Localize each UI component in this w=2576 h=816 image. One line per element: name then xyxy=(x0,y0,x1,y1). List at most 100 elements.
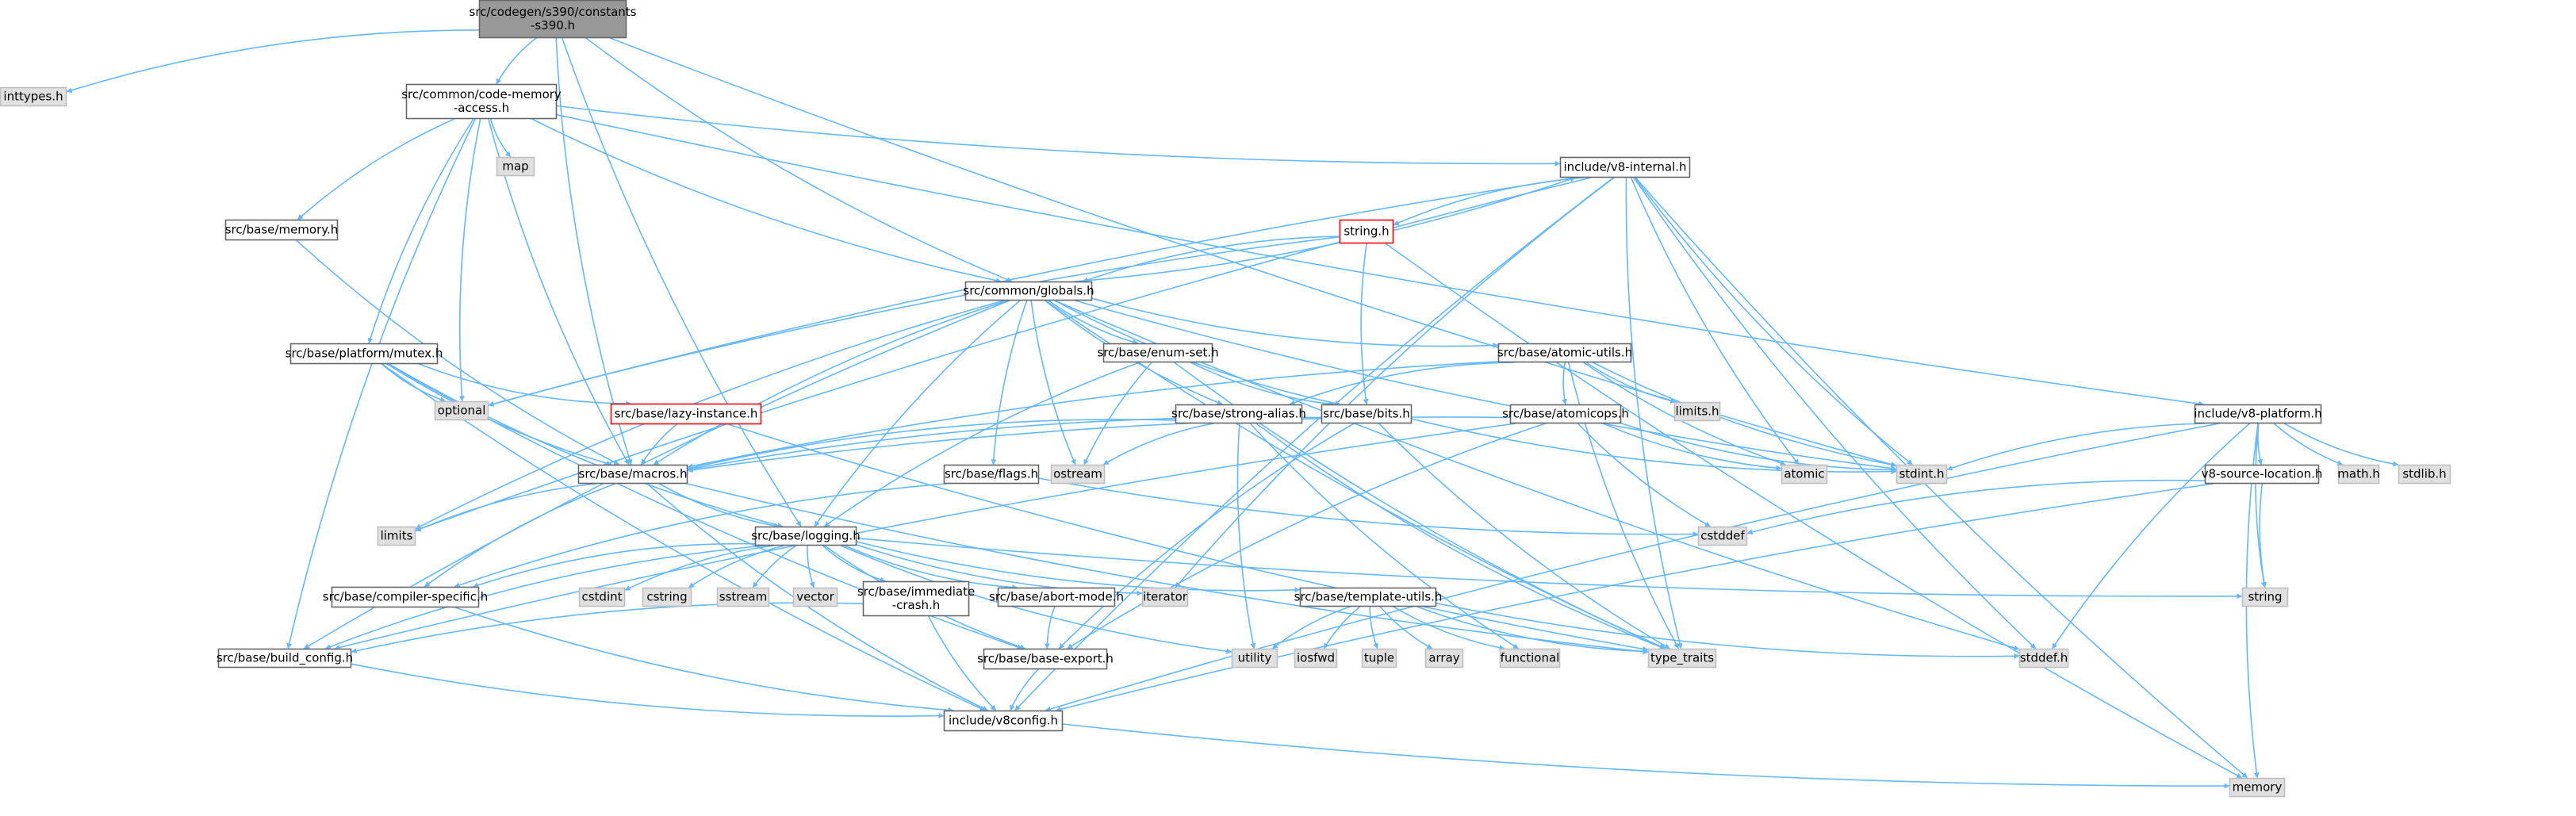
node-v8internal[interactable]: include/v8-internal.h xyxy=(1559,156,1691,178)
node-tuple: tuple xyxy=(1361,648,1397,669)
edge-string_h-to-optional xyxy=(488,236,1340,407)
edge-globals-to-atomicutils xyxy=(1091,297,1499,349)
edge-cma-to-map xyxy=(489,118,512,158)
node-label-flags: src/base/flags.h xyxy=(945,467,1038,481)
edge-atomicutils-to-strongalias xyxy=(1289,362,1514,405)
edge-bits-to-stdint xyxy=(1411,418,1897,475)
edge-logging-to-templutils xyxy=(856,541,1301,593)
node-buildcfg[interactable]: src/base/build_config.h xyxy=(217,648,353,669)
node-box-memory_h xyxy=(224,219,339,241)
node-templutils[interactable]: src/base/template-utils.h xyxy=(1294,587,1443,607)
node-immcrash[interactable]: src/base/immediate-crash.h xyxy=(857,580,975,617)
edge-macros-to-v8config xyxy=(646,483,988,711)
edge-logging-to-sstream xyxy=(752,545,797,588)
node-box-stdint xyxy=(1896,464,1948,485)
node-flags[interactable]: src/base/flags.h xyxy=(943,464,1040,485)
node-box-memory xyxy=(2229,777,2286,798)
node-box-array xyxy=(1424,648,1464,669)
node-memory_h[interactable]: src/base/memory.h xyxy=(224,219,339,241)
node-label-math: math.h xyxy=(2337,467,2379,481)
node-globals[interactable]: src/common/globals.h xyxy=(963,281,1094,301)
node-box-limits_h xyxy=(1673,401,1721,422)
node-stdlib: stdlib.h xyxy=(2398,464,2451,485)
edge-templutils-to-utility xyxy=(1271,606,1351,649)
node-label-immcrash: src/base/immediate xyxy=(857,584,975,599)
node-label-atomic: atomic xyxy=(1784,467,1824,481)
node-lazy[interactable]: src/base/lazy-instance.h xyxy=(610,403,762,425)
edge-logging-to-vector xyxy=(807,545,815,588)
node-functional: functional xyxy=(1499,648,1561,669)
edge-logging-to-utility xyxy=(840,545,1232,654)
node-box-sstream xyxy=(716,587,770,607)
node-label-memory_h: src/base/memory.h xyxy=(225,223,339,237)
edge-atomicops-to-stdint xyxy=(1620,423,1897,473)
node-label-vector: vector xyxy=(796,590,834,604)
edge-string_h-to-globals xyxy=(1082,236,1340,283)
node-box-cstddef xyxy=(1697,526,1748,546)
node-cstring: cstring xyxy=(642,587,692,607)
edge-cma-to-v8internal xyxy=(556,105,1561,167)
node-label-iterator: iterator xyxy=(1143,590,1188,604)
node-macros[interactable]: src/base/macros.h xyxy=(577,464,688,485)
node-strongalias[interactable]: src/base/strong-alias.h xyxy=(1171,404,1306,424)
node-bits[interactable]: src/base/bits.h xyxy=(1321,404,1413,424)
node-box-math xyxy=(2337,464,2380,485)
node-box-typetraits xyxy=(1647,648,1717,669)
node-label-string: string xyxy=(2248,590,2282,604)
edge-cma-to-optional xyxy=(458,118,481,402)
edge-bits-to-baseexport xyxy=(1058,423,1355,649)
edge-mutex-to-macros xyxy=(386,363,612,466)
edge-mutex-to-lazy xyxy=(419,363,631,407)
node-label-buildcfg: src/base/build_config.h xyxy=(217,651,353,666)
node-abortmode[interactable]: src/base/abort-mode.h xyxy=(989,587,1124,607)
edge-v8platform-to-stdlib xyxy=(2283,423,2399,467)
node-baseexport[interactable]: src/base/base-export.h xyxy=(977,648,1114,670)
node-vector: vector xyxy=(792,587,838,607)
node-v8srcloc[interactable]: v8-source-location.h xyxy=(2202,464,2323,485)
node-label-macros: src/base/macros.h xyxy=(579,467,688,481)
edge-v8internal-to-memory xyxy=(1635,177,2248,779)
node-v8config[interactable]: include/v8config.h xyxy=(943,710,1064,732)
edge-mutex-to-logging xyxy=(389,363,784,528)
node-v8platform[interactable]: include/v8-platform.h xyxy=(2194,404,2322,424)
node-label-enumset: src/base/enum-set.h xyxy=(1097,346,1218,360)
node-box-immcrash xyxy=(862,580,970,617)
node-label-tuple: tuple xyxy=(1364,651,1394,665)
node-mutex[interactable]: src/base/platform/mutex.h xyxy=(286,343,443,365)
edge-string_h-to-bits xyxy=(1360,243,1369,405)
node-logging[interactable]: src/base/logging.h xyxy=(751,526,861,546)
edge-atomicops-to-baseexport xyxy=(1067,423,1546,649)
edge-templutils-to-tuple xyxy=(1369,606,1378,649)
edge-v8platform-to-v8config xyxy=(1045,423,2220,712)
node-cma[interactable]: src/common/code-memory-access.h xyxy=(401,83,562,120)
node-box-strongalias xyxy=(1175,404,1303,424)
node-label-cma: src/common/code-memory xyxy=(401,87,562,102)
edge-root-to-cma xyxy=(496,37,537,85)
node-label-optional: optional xyxy=(438,404,486,418)
node-atomicops[interactable]: src/base/atomicops.h xyxy=(1502,404,1629,424)
node-label-stdlib: stdlib.h xyxy=(2402,467,2446,481)
node-box-string xyxy=(2241,587,2289,607)
node-label-cstddef: cstddef xyxy=(1700,529,1745,543)
edge-globals-to-v8internal xyxy=(1074,176,1576,282)
node-label-ostream: ostream xyxy=(1053,467,1102,481)
node-box-tuple xyxy=(1361,648,1397,669)
edge-v8config-to-memory xyxy=(1062,723,2230,789)
node-label-cma: -access.h xyxy=(454,101,509,115)
edge-globals-to-limits xyxy=(415,300,1005,530)
node-box-lazy xyxy=(610,403,762,425)
node-root[interactable]: src/codegen/s390/constants-s390.h xyxy=(470,0,637,39)
edge-macros-to-limits xyxy=(415,483,597,532)
node-box-v8internal xyxy=(1559,156,1691,178)
node-string_h[interactable]: string.h xyxy=(1339,219,1394,244)
node-box-iterator xyxy=(1141,587,1189,607)
node-ostream: ostream xyxy=(1050,464,1106,485)
edge-enumset-to-logging xyxy=(823,362,1140,527)
node-enumset[interactable]: src/base/enum-set.h xyxy=(1097,343,1219,363)
node-label-v8srcloc: v8-source-location.h xyxy=(2202,467,2323,481)
node-compspec[interactable]: src/base/compiler-specific.h xyxy=(323,586,488,608)
node-atomicutils[interactable]: src/base/atomic-utils.h xyxy=(1497,343,1632,363)
node-label-stddef: stddef.h xyxy=(2020,651,2068,665)
edge-baseexport-to-v8config xyxy=(1010,669,1039,711)
